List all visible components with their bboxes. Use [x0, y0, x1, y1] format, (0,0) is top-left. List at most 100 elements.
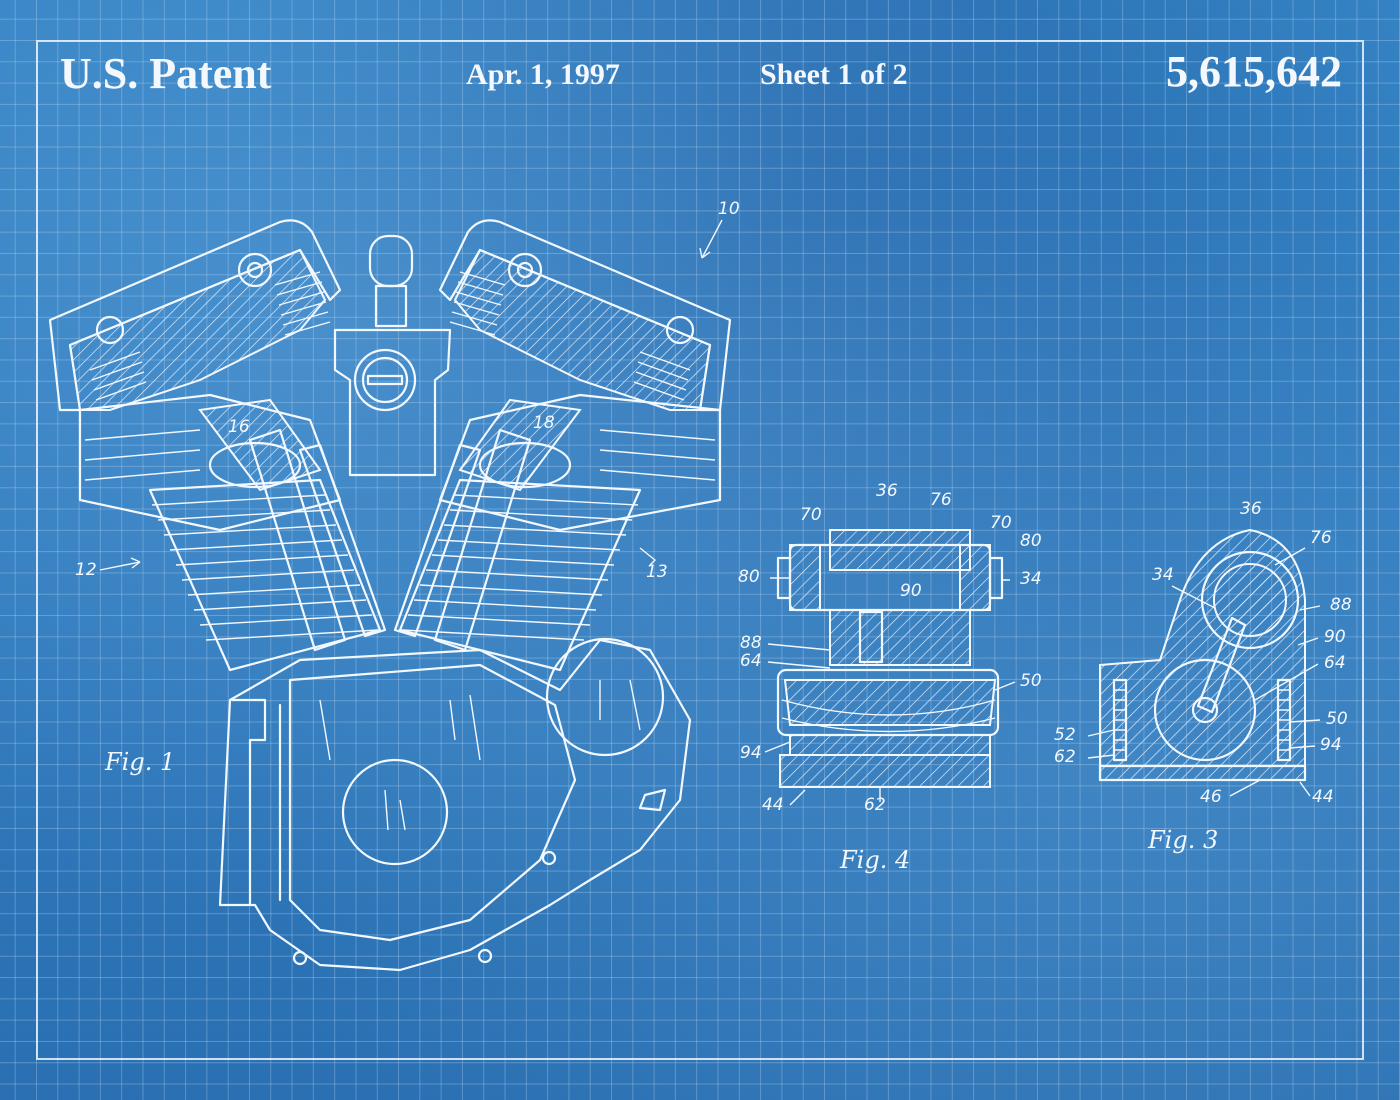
fig4-ref-70a: 70	[800, 505, 822, 525]
left-valve-spring-lower	[89, 351, 147, 401]
fig4-ref-62: 62	[864, 795, 886, 815]
fig3-ref-76: 76	[1310, 528, 1332, 548]
fig4-pin-left-collar	[789, 544, 821, 611]
fig4-pin-right-collar	[959, 544, 991, 611]
fig4-ref-90: 90	[900, 581, 922, 601]
cover-bolt-1	[292, 950, 308, 966]
right-pushrod	[393, 443, 482, 638]
left-cylinder-fins	[151, 494, 379, 641]
fig4-ref-64: 64	[740, 651, 762, 671]
ref-18: 18	[533, 413, 555, 433]
fig4-base-plate	[779, 754, 991, 788]
fig3-upper-boss	[1200, 550, 1300, 650]
fig3-lower-boss	[1153, 658, 1257, 762]
sheet-border	[36, 40, 1364, 1060]
fig4-caption: Fig. 4	[839, 846, 910, 874]
fig3-ref-90: 90	[1324, 627, 1346, 647]
fig4-stem	[858, 610, 884, 664]
left-lower-pivot	[95, 315, 125, 345]
ref-13: 13	[646, 562, 668, 582]
fig4-web	[829, 609, 971, 666]
left-rocker-pivot-inner	[246, 261, 264, 279]
crankcase-inner-edge	[288, 663, 577, 942]
breather-tube	[638, 788, 667, 812]
right-rocker-pivot	[507, 252, 543, 288]
fig4-ref-76: 76	[930, 490, 952, 510]
fig3-ref-46: 46	[1200, 787, 1222, 807]
center-cap-slot	[366, 374, 404, 386]
fig3-ref-34: 34	[1152, 565, 1174, 585]
flywheel-cover	[341, 758, 449, 866]
right-cylinder-fins	[401, 494, 639, 641]
center-cap	[353, 348, 417, 412]
fig3-ref-44: 44	[1312, 787, 1334, 807]
cover-bolt-3	[541, 850, 557, 866]
cam-cover	[545, 637, 665, 757]
crankcase	[218, 638, 692, 972]
fig4-drawing: 36 76 70 70 80 80 34 90 88 64 50 94 44 6…	[738, 481, 1042, 874]
right-piston	[458, 398, 582, 492]
ref-12: 12	[75, 560, 97, 580]
patent-title: U.S. Patent	[60, 49, 272, 98]
spark-plug-boot	[368, 234, 414, 288]
fig3-ref-52: 52	[1054, 725, 1076, 745]
fig4-leaders	[764, 577, 1016, 806]
ref-10: 10	[718, 199, 740, 219]
right-connecting-rod	[433, 428, 532, 652]
right-valve-spring-upper	[449, 271, 506, 336]
fig3-drawing: 36 76 34 88 90 64 50 52 62 94 46 44 Fig.…	[1054, 499, 1352, 854]
cover-bolt-2	[477, 948, 493, 964]
fig1-engine-drawing: 10 12 13 16 18 Fig. 1	[48, 199, 740, 972]
center-housing	[333, 328, 452, 477]
fig4-right-cap	[988, 556, 1004, 600]
right-lower-pivot	[665, 315, 695, 345]
left-connecting-rod	[248, 428, 347, 652]
fig4-ref-70b: 70	[990, 513, 1012, 533]
ref-16: 16	[228, 417, 250, 437]
fig4-ref-44: 44	[762, 795, 784, 815]
fig3-base-foot	[1098, 764, 1307, 782]
fig3-right-slot-ticks	[1278, 689, 1290, 751]
fig4-ref-80a: 80	[738, 567, 760, 587]
right-valve-spring-lower	[633, 351, 691, 401]
fig3-link-arm	[1196, 616, 1247, 714]
fig4-base-block	[789, 734, 991, 756]
fig3-body	[1099, 528, 1306, 781]
fig3-ref-94: 94	[1320, 735, 1342, 755]
fig4-ref-94: 94	[740, 743, 762, 763]
leader-13	[639, 547, 657, 566]
leader-10	[699, 219, 723, 259]
fig3-ref-88: 88	[1330, 595, 1352, 615]
fig3-ref-62: 62	[1054, 747, 1076, 767]
fig4-bottom-pin-hatch	[783, 679, 997, 726]
left-combustion-chamber	[208, 441, 302, 489]
patent-number: 5,615,642	[1166, 47, 1342, 96]
fig3-lower-pin	[1191, 696, 1219, 724]
center-cap-inner	[361, 356, 409, 404]
left-piston	[198, 398, 322, 492]
fig3-ref-36: 36	[1240, 499, 1262, 519]
fig1-caption: Fig. 1	[104, 748, 175, 776]
fig4-bottom-curve	[781, 699, 996, 733]
patent-date: Apr. 1, 1997	[466, 58, 620, 91]
right-rocker-pivot-inner	[516, 261, 534, 279]
right-combustion-chamber	[478, 441, 572, 489]
fig4-ref-88: 88	[740, 633, 762, 653]
sheet-number: Sheet 1 of 2	[760, 58, 908, 91]
fig3-left-slot-ticks	[1114, 689, 1126, 751]
left-head-fins	[84, 429, 201, 481]
crankcase-texture	[319, 679, 641, 831]
fig3-caption: Fig. 3	[1147, 826, 1218, 854]
oil-line-left	[230, 698, 282, 907]
left-pushrod	[298, 443, 387, 638]
fig3-ref-64: 64	[1324, 653, 1346, 673]
right-head-fins	[599, 429, 716, 481]
fig4-ref-36: 36	[876, 481, 898, 501]
left-rocker-pivot	[237, 252, 273, 288]
right-rocker-hatch	[453, 248, 712, 411]
spark-plug-body	[374, 284, 408, 328]
fig4-top-block	[829, 529, 971, 571]
